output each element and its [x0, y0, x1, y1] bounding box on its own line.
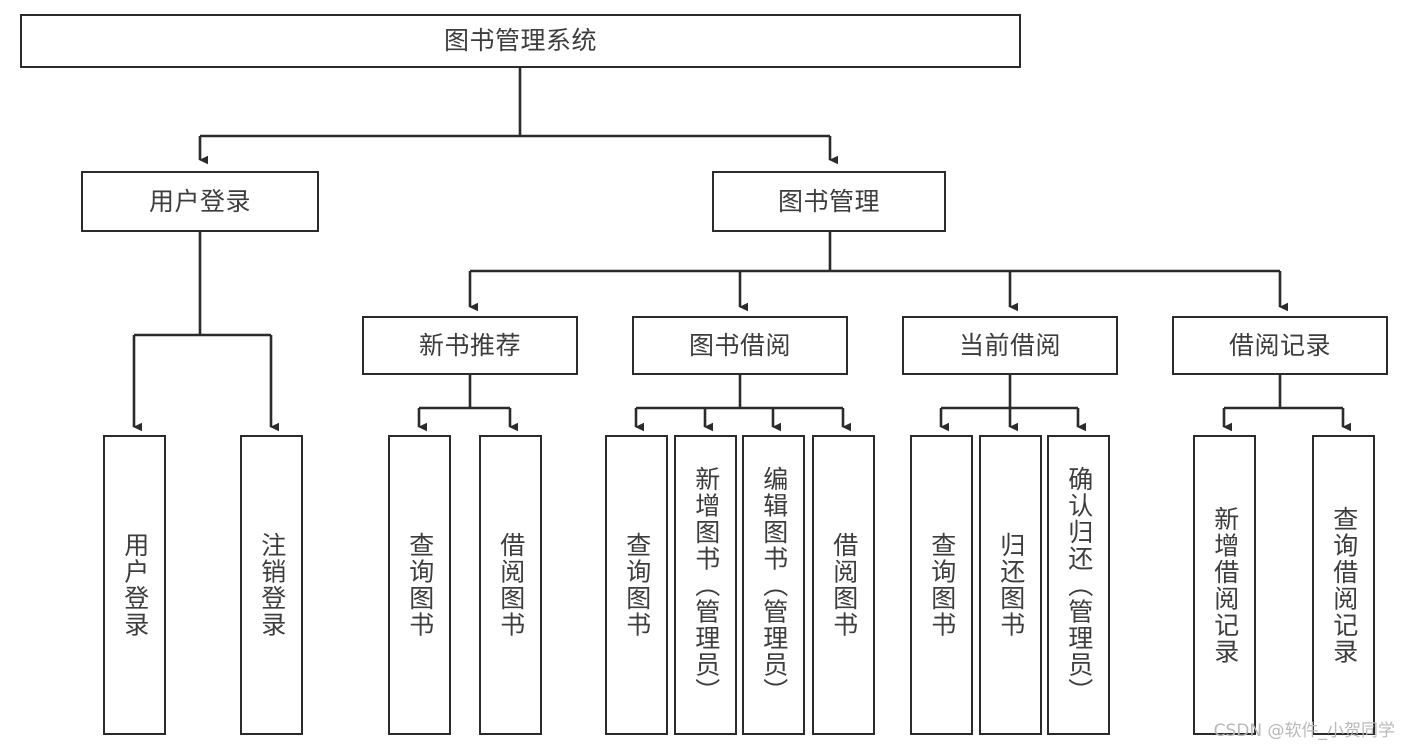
node-leaf-borrow-book-2-label: 借阅图书	[829, 532, 859, 638]
node-leaf-query-book-2[interactable]: 查询图书	[605, 435, 668, 735]
node-current-borrow[interactable]: 当前借阅	[902, 316, 1118, 375]
node-leaf-return-book[interactable]: 归还图书	[979, 435, 1042, 735]
node-new-book-rec[interactable]: 新书推荐	[362, 316, 578, 375]
node-leaf-query-book-1[interactable]: 查询图书	[388, 435, 451, 735]
node-leaf-add-record[interactable]: 新增借阅记录	[1193, 435, 1256, 735]
node-user-login[interactable]: 用户登录	[81, 171, 319, 232]
node-leaf-add-record-label: 新增借阅记录	[1210, 505, 1240, 665]
node-leaf-query-book-2-label: 查询图书	[622, 532, 652, 638]
node-leaf-edit-book-label: 编辑图书（管理员）	[759, 465, 789, 705]
node-book-borrow-label: 图书借阅	[688, 330, 791, 360]
node-leaf-query-book-3[interactable]: 查询图书	[910, 435, 973, 735]
node-book-borrow[interactable]: 图书借阅	[632, 316, 848, 375]
node-leaf-user-logout-label: 注销登录	[257, 532, 287, 638]
node-leaf-query-book-3-label: 查询图书	[927, 532, 957, 638]
node-leaf-borrow-book-2[interactable]: 借阅图书	[812, 435, 875, 735]
node-leaf-confirm-return[interactable]: 确认归还（管理员）	[1047, 435, 1110, 735]
watermark-text: CSDN @软件_小贺同学	[1213, 721, 1395, 741]
node-leaf-user-logout[interactable]: 注销登录	[240, 435, 303, 735]
node-leaf-query-record-label: 查询借阅记录	[1329, 505, 1359, 665]
node-new-book-rec-label: 新书推荐	[418, 330, 521, 360]
node-leaf-edit-book[interactable]: 编辑图书（管理员）	[742, 435, 805, 735]
node-leaf-user-login[interactable]: 用户登录	[103, 435, 166, 735]
node-leaf-add-book[interactable]: 新增图书（管理员）	[674, 435, 737, 735]
node-leaf-query-book-1-label: 查询图书	[405, 532, 435, 638]
node-borrow-record-label: 借阅记录	[1228, 330, 1331, 360]
node-leaf-query-record[interactable]: 查询借阅记录	[1312, 435, 1375, 735]
node-leaf-add-book-label: 新增图书（管理员）	[691, 465, 721, 705]
node-book-manage-label: 图书管理	[777, 186, 880, 216]
node-book-manage[interactable]: 图书管理	[712, 171, 946, 232]
node-user-login-label: 用户登录	[148, 186, 251, 216]
node-root-label: 图书管理系统	[443, 26, 597, 56]
node-leaf-user-login-label: 用户登录	[120, 532, 150, 638]
node-leaf-borrow-book-1-label: 借阅图书	[496, 532, 526, 638]
node-leaf-return-book-label: 归还图书	[996, 532, 1026, 638]
node-borrow-record[interactable]: 借阅记录	[1172, 316, 1388, 375]
node-leaf-borrow-book-1[interactable]: 借阅图书	[479, 435, 542, 735]
node-leaf-confirm-return-label: 确认归还（管理员）	[1064, 465, 1094, 705]
node-current-borrow-label: 当前借阅	[958, 330, 1061, 360]
node-root[interactable]: 图书管理系统	[20, 14, 1021, 68]
